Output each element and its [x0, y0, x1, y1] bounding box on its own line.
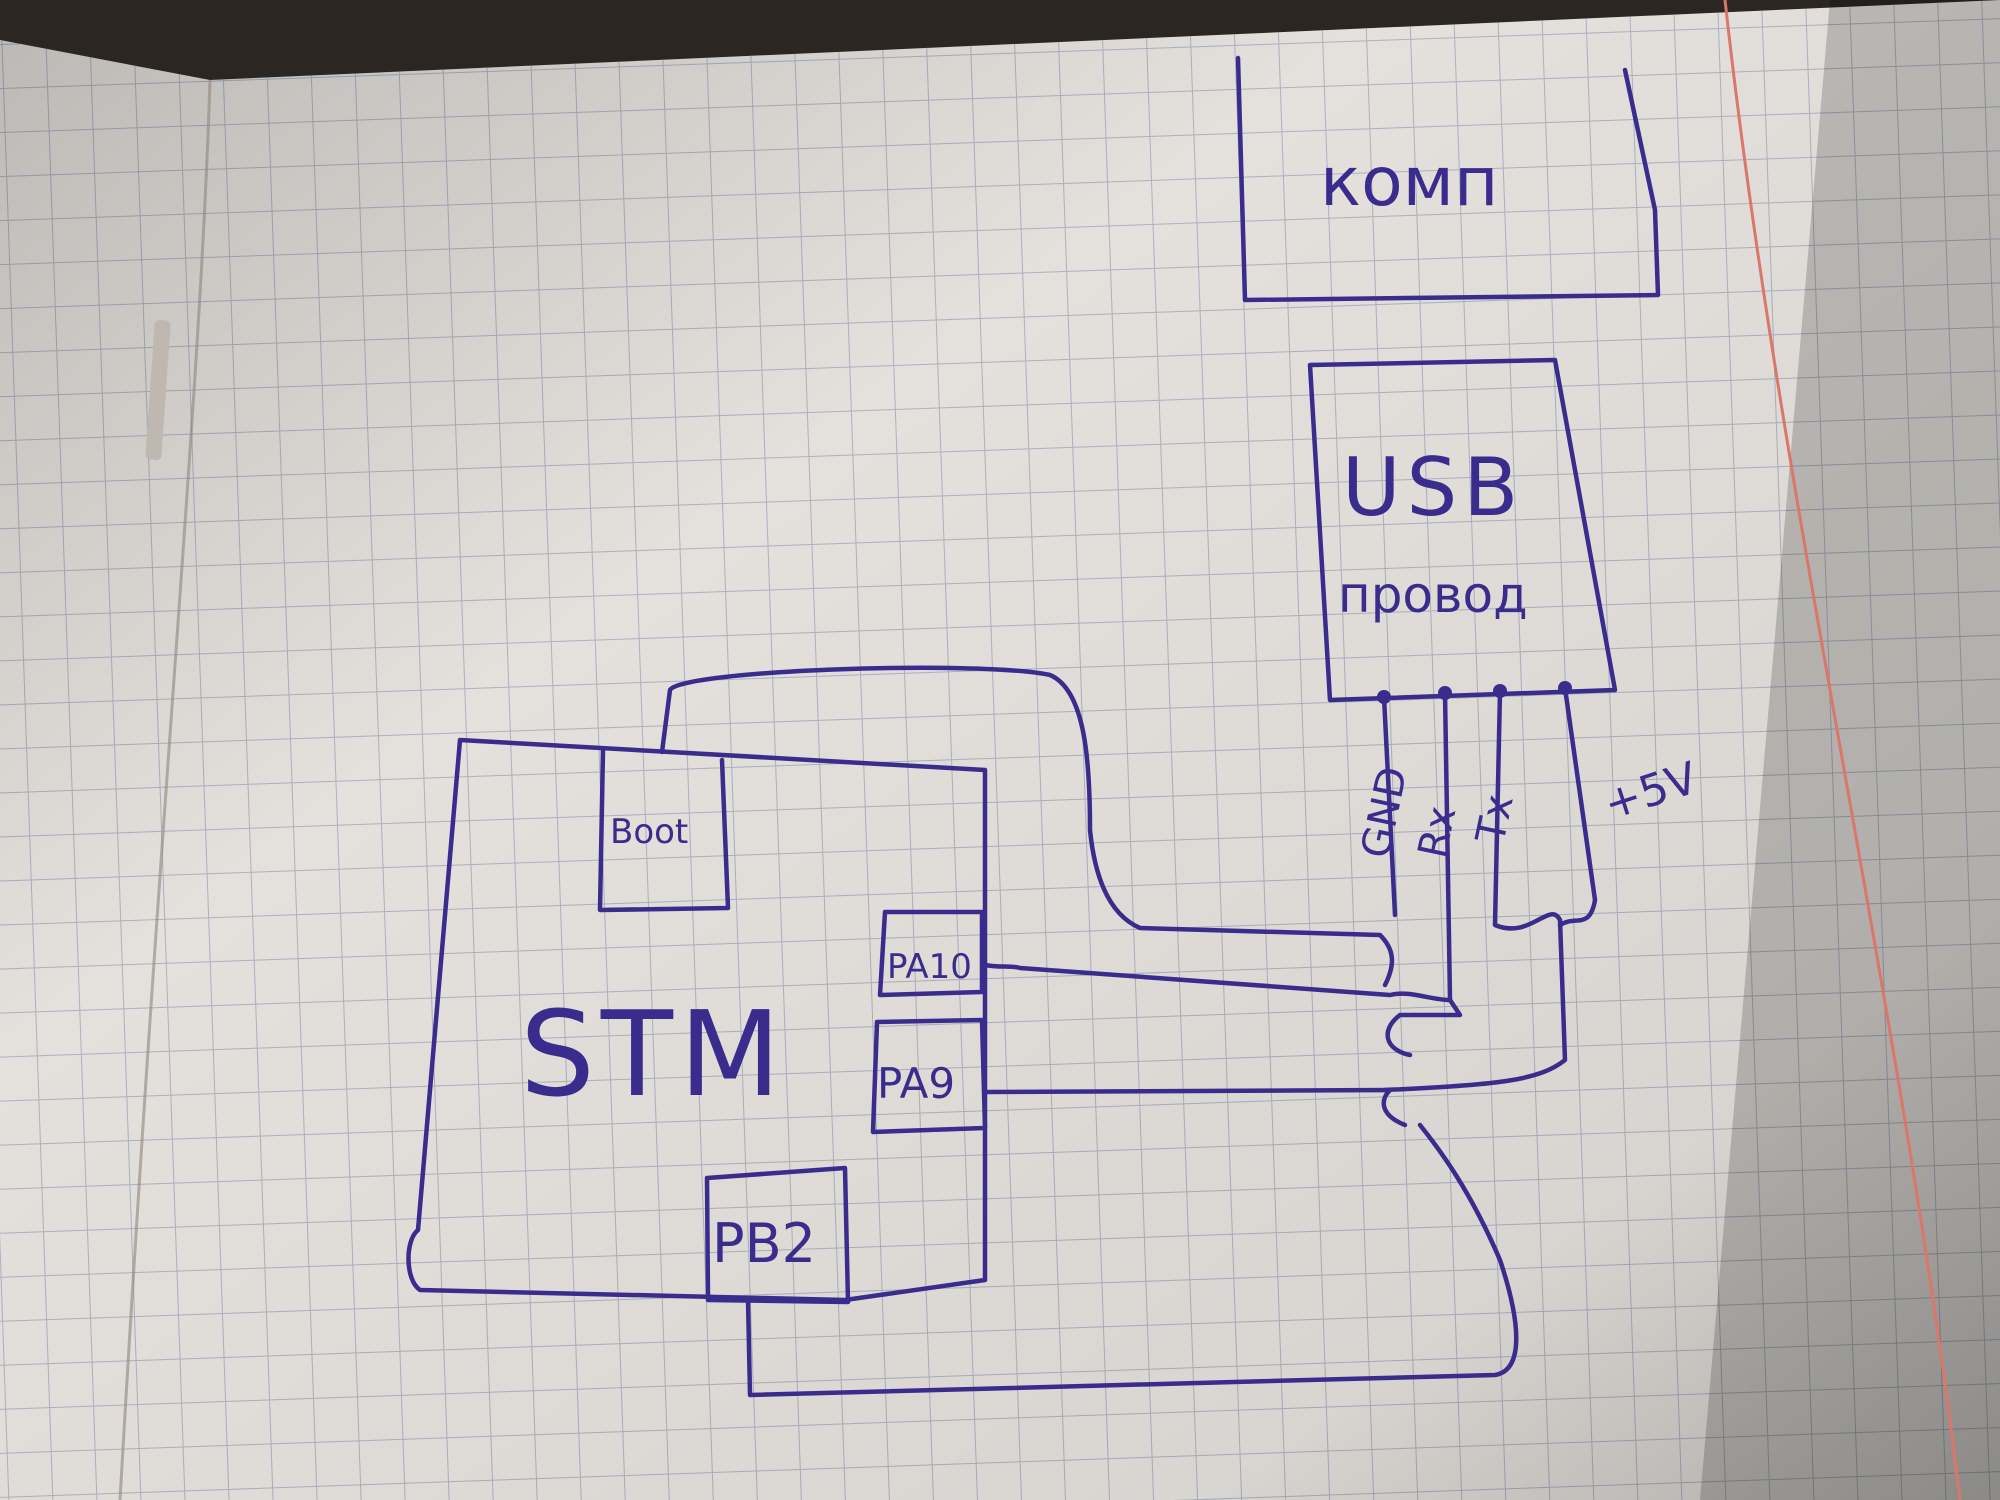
boot-label: Boot	[610, 812, 688, 852]
pin-label-rx: Rx	[1410, 802, 1466, 862]
wire-tx	[1382, 688, 1568, 1093]
pb2-block	[704, 1165, 851, 1305]
pb2-label: PB2	[712, 1212, 816, 1275]
wire-gnd	[1381, 694, 1398, 918]
pin-label-tx: Tx	[1468, 790, 1523, 848]
wire-boot-gnd	[659, 665, 1395, 988]
wire-5v	[1557, 685, 1598, 928]
wire-pb2	[745, 1122, 1519, 1398]
staple-icon	[145, 319, 171, 461]
pa9-block	[870, 1017, 988, 1135]
wire-pa9	[982, 1087, 1408, 1128]
notebook-fold	[118, 79, 212, 1500]
wire-rx	[1442, 690, 1453, 1003]
stm-block	[406, 737, 988, 1303]
pa10-label: PA10	[887, 947, 972, 987]
computer-label: комп	[1320, 143, 1498, 222]
cable-label: провод	[1338, 566, 1528, 624]
stm-label: STM	[520, 985, 787, 1123]
usb-label: USB	[1342, 441, 1524, 534]
boot-block	[597, 747, 731, 913]
computer-block	[1235, 55, 1661, 303]
pa9-label: PA9	[877, 1059, 955, 1108]
margin-line	[1723, 0, 1962, 1500]
pa10-block	[877, 909, 985, 998]
wire-pa10	[982, 962, 1463, 1058]
usb-cable-block	[1307, 357, 1618, 703]
